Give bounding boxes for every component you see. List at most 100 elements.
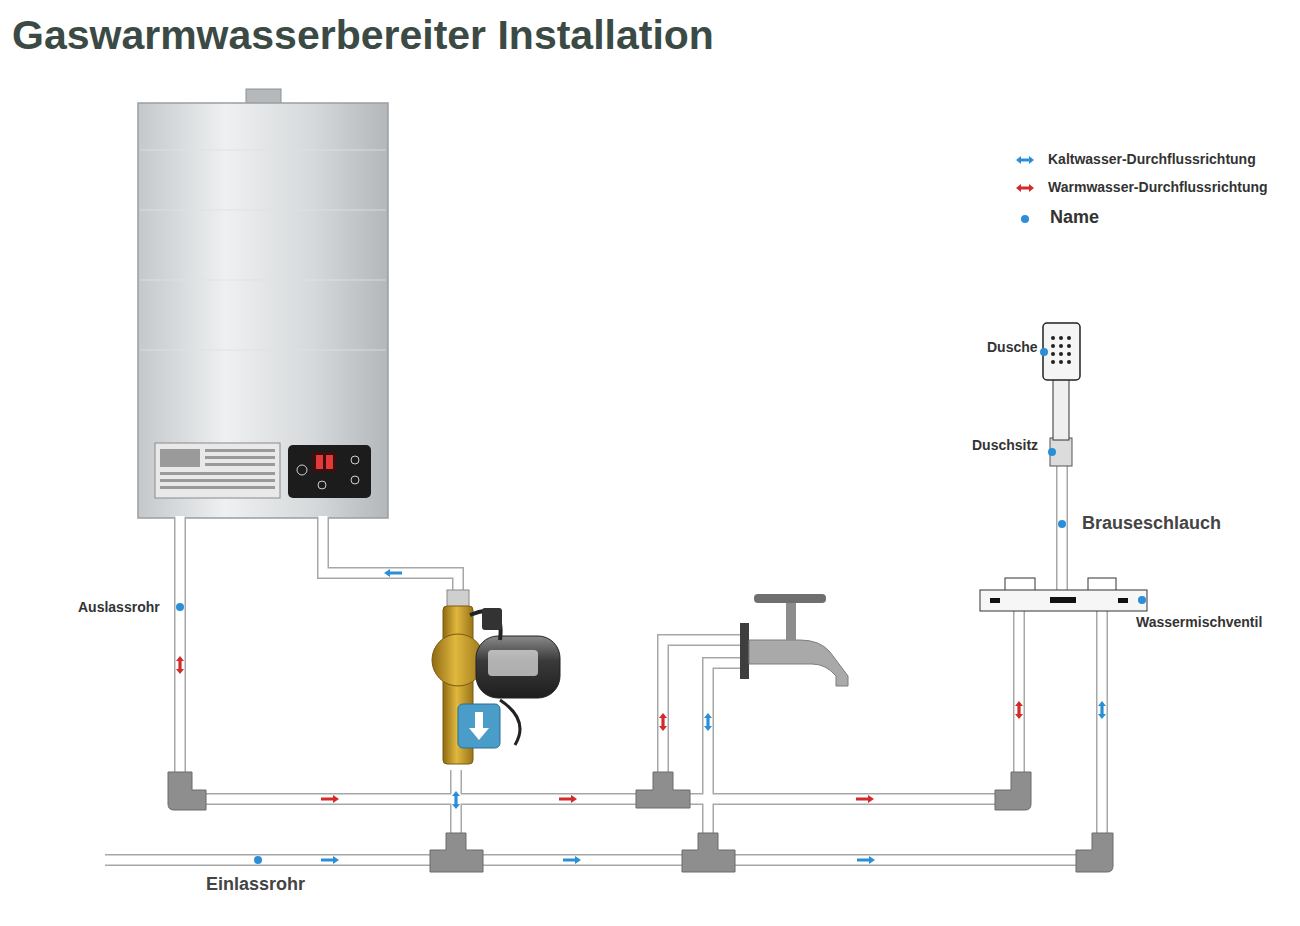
spray-hole: [1067, 360, 1071, 364]
faucet-cold-pipe: [708, 663, 747, 840]
flow-switch: [482, 608, 502, 630]
hot-flow-arrow: [856, 795, 874, 803]
name-dot: [1138, 596, 1146, 604]
part-name: Dusche: [987, 339, 1038, 355]
part-name: Wassermischventil: [1136, 614, 1262, 630]
outlet-pipe: [176, 516, 185, 792]
hot-flow-arrow: [659, 713, 667, 731]
inlet-pipe: [103, 856, 1082, 865]
cold-flow-arrows: [321, 569, 1106, 864]
valve-body: [980, 590, 1147, 611]
plate-print: [160, 479, 275, 482]
hot-flow-arrow: [321, 795, 339, 803]
control-button: [351, 456, 359, 464]
legend-swatch: [1013, 213, 1037, 225]
pipe-fittings: [168, 772, 1113, 872]
rating-plate-print: [160, 449, 275, 489]
cold-flow-arrow: [857, 856, 875, 864]
cold-flow-arrow: [704, 713, 712, 731]
faucet-body: [749, 640, 848, 686]
legend-swatch: [1013, 182, 1037, 194]
chimney-socket: [246, 89, 281, 104]
faucet-stem: [786, 603, 796, 640]
spray-hole: [1051, 352, 1055, 356]
pipe-fills: [103, 463, 1102, 860]
shower-head: [1043, 323, 1080, 466]
part-name: Auslassrohr: [78, 599, 160, 615]
name-dot: [254, 856, 262, 864]
cold-flow-arrow: [1098, 701, 1106, 719]
tee-fitting: [430, 833, 483, 872]
part-name: Einlassrohr: [206, 874, 305, 895]
spray-hole: [1067, 344, 1071, 348]
faucet-cold-pipe: [708, 663, 745, 838]
pump-motor: [476, 636, 560, 698]
rating-plate: [155, 443, 280, 498]
texture-line: [140, 210, 386, 211]
cold-flow-arrow: [321, 856, 339, 864]
spray-hole: [1067, 352, 1071, 356]
diagram-title: Gaswarmwasserbereiter Installation: [12, 12, 714, 59]
legend-swatch-shape: [1016, 156, 1034, 164]
pump-union: [447, 590, 469, 608]
display-digit: [326, 455, 333, 469]
pump-feed-pipe: [323, 518, 458, 598]
direction-plate: [458, 704, 500, 748]
part-name: Duschsitz: [972, 437, 1038, 453]
pump-cable: [500, 700, 520, 745]
name-dot: [1048, 448, 1056, 456]
display-digit: [316, 455, 323, 469]
plate-print: [205, 456, 275, 459]
display-window: [312, 452, 336, 472]
legend-text: Warmwasser-Durchflussrichtung: [1048, 179, 1268, 195]
hot-flow-arrow: [559, 795, 577, 803]
plate-print: [160, 486, 275, 489]
legend-swatch-shape: [1016, 184, 1034, 192]
gas-water-heater: [138, 89, 388, 518]
legend-swatch: [1013, 154, 1037, 166]
texture-line: [140, 150, 386, 151]
name-dot: [1058, 520, 1066, 528]
plate-print: [160, 472, 275, 475]
spray-hole: [1059, 352, 1063, 356]
plate-print: [205, 463, 275, 466]
texture-line: [140, 280, 386, 281]
spray-hole: [1051, 336, 1055, 340]
control-button: [297, 465, 307, 475]
legend-text: Kaltwasser-Durchflussrichtung: [1048, 151, 1256, 167]
direction-arrow: [469, 712, 489, 740]
legend-swatch-shape: [1021, 215, 1029, 223]
shower-handle: [1053, 378, 1069, 440]
water-faucet: [740, 594, 848, 686]
spray-hole: [1059, 344, 1063, 348]
cold-flow-arrow: [452, 791, 460, 809]
hot-water-pipe: [204, 795, 998, 804]
shower-rose: [1043, 323, 1080, 380]
valve-mark: [990, 598, 1000, 603]
spray-hole: [1059, 360, 1063, 364]
valve-knob: [1088, 578, 1116, 591]
legend-text: Name: [1050, 207, 1099, 228]
heater-casing: [138, 103, 388, 518]
faucet-flange: [740, 623, 749, 679]
valve-mark: [1118, 598, 1128, 603]
cold-flow-arrow: [384, 569, 402, 577]
name-dots: [176, 348, 1146, 864]
tee-fitting: [636, 772, 690, 808]
mixer-cold-pipe: [1098, 608, 1107, 840]
spray-holes: [1051, 336, 1071, 364]
spray-hole: [1059, 336, 1063, 340]
hot-flow-arrows: [176, 656, 1023, 803]
control-display: [288, 445, 371, 498]
plate-print: [205, 449, 275, 452]
mixer-hot-pipe: [1015, 608, 1024, 778]
cold-flow-arrow: [563, 856, 581, 864]
valve-mark: [1050, 597, 1076, 603]
valve-knob: [1005, 578, 1035, 591]
elbow-fitting: [995, 772, 1031, 810]
texture-line: [140, 350, 386, 351]
booster-pump: [432, 590, 560, 764]
plate-print: [160, 449, 200, 467]
